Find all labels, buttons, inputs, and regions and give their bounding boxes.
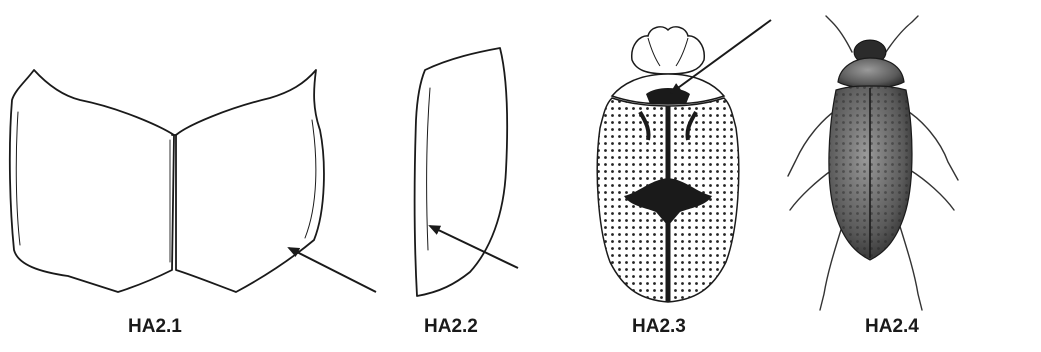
figure-ha2-2-drawing [415,48,508,296]
caption-ha2-1: HA2.1 [128,316,182,338]
caption-ha2-3: HA2.3 [632,316,686,338]
caption-ha2-4: HA2.4 [865,316,919,338]
arrow-ha2-1 [289,248,376,292]
arrow-ha2-2 [430,226,518,268]
figure-ha2-3-drawing [597,27,739,302]
figure-ha2-1-drawing [10,70,324,292]
figure-ha2-4-body [829,40,912,260]
caption-ha2-2: HA2.2 [424,316,478,338]
